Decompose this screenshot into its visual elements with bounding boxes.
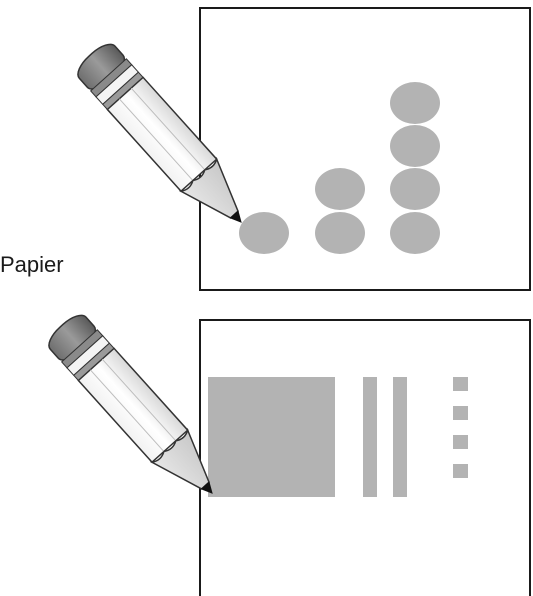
small-square	[453, 464, 468, 478]
small-square	[453, 435, 468, 449]
circle	[390, 82, 440, 124]
circle	[239, 212, 289, 254]
bottom-panel-frame	[199, 319, 531, 596]
circle	[315, 168, 365, 210]
vertical-bar	[363, 377, 377, 497]
vertical-bar	[393, 377, 407, 497]
small-square	[453, 406, 468, 420]
bottom-shapes	[208, 377, 468, 497]
circle	[390, 212, 440, 254]
circle	[390, 125, 440, 167]
circle	[390, 168, 440, 210]
pencil-icon	[42, 308, 231, 510]
small-square	[453, 377, 468, 391]
large-square	[208, 377, 335, 497]
circle-columns	[239, 82, 440, 254]
circle	[315, 212, 365, 254]
paper-label: Papier	[0, 252, 64, 277]
